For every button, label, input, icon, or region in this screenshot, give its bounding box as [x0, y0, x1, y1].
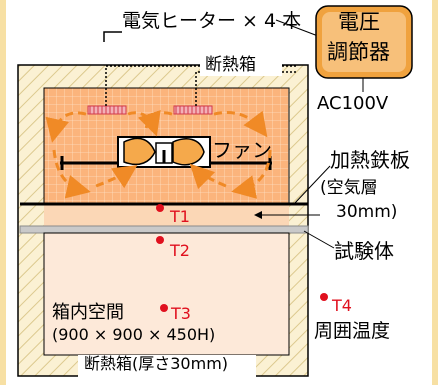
specimen-leader [303, 230, 335, 249]
controller-label-line1: 電圧 [338, 10, 380, 34]
circulation-arrows [45, 109, 272, 199]
heater-right [173, 105, 213, 115]
sensor-t3-label: T3 [171, 304, 191, 323]
insulation-box-label: 断熱箱 [205, 55, 256, 75]
insulation-thickness-label: 断熱箱(厚さ30mm) [84, 354, 229, 373]
controller-label-line2: 調節器 [327, 40, 390, 64]
fan-label: ファン [212, 138, 272, 162]
air-layer-label-line2: 30mm) [336, 202, 398, 222]
dimensions-label: (900 × 900 × 450H) [52, 325, 216, 344]
sensor-t3 [160, 304, 168, 312]
specimen-plate [19, 225, 309, 234]
right-frame-edge [432, 0, 438, 385]
sensor-t4 [320, 293, 328, 301]
fan-icon [117, 136, 211, 168]
heater-label: 電気ヒーター × 4 本 [122, 10, 302, 32]
plate-leader [293, 165, 331, 205]
voltage-controller-icon [315, 5, 413, 79]
air-layer-label-line1: (空気層 [320, 178, 378, 198]
heater-left [87, 105, 127, 115]
sensor-t4-label: T4 [332, 296, 352, 315]
inner-space-label: 箱内空間 [52, 302, 124, 323]
ambient-temperature-label: 周囲温度 [314, 320, 391, 342]
sensor-t1-label: T1 [170, 207, 190, 226]
heated-plate-label: 加熱鉄板 [330, 148, 410, 172]
sensor-t2 [156, 236, 164, 244]
left-frame-edge [0, 0, 6, 385]
specimen-label: 試験体 [334, 239, 394, 263]
air-layer [44, 204, 289, 228]
sensor-t1 [156, 204, 164, 212]
sensor-t2-label: T2 [170, 241, 190, 260]
inner-space [43, 232, 290, 356]
ac-label: AC100V [317, 93, 389, 114]
